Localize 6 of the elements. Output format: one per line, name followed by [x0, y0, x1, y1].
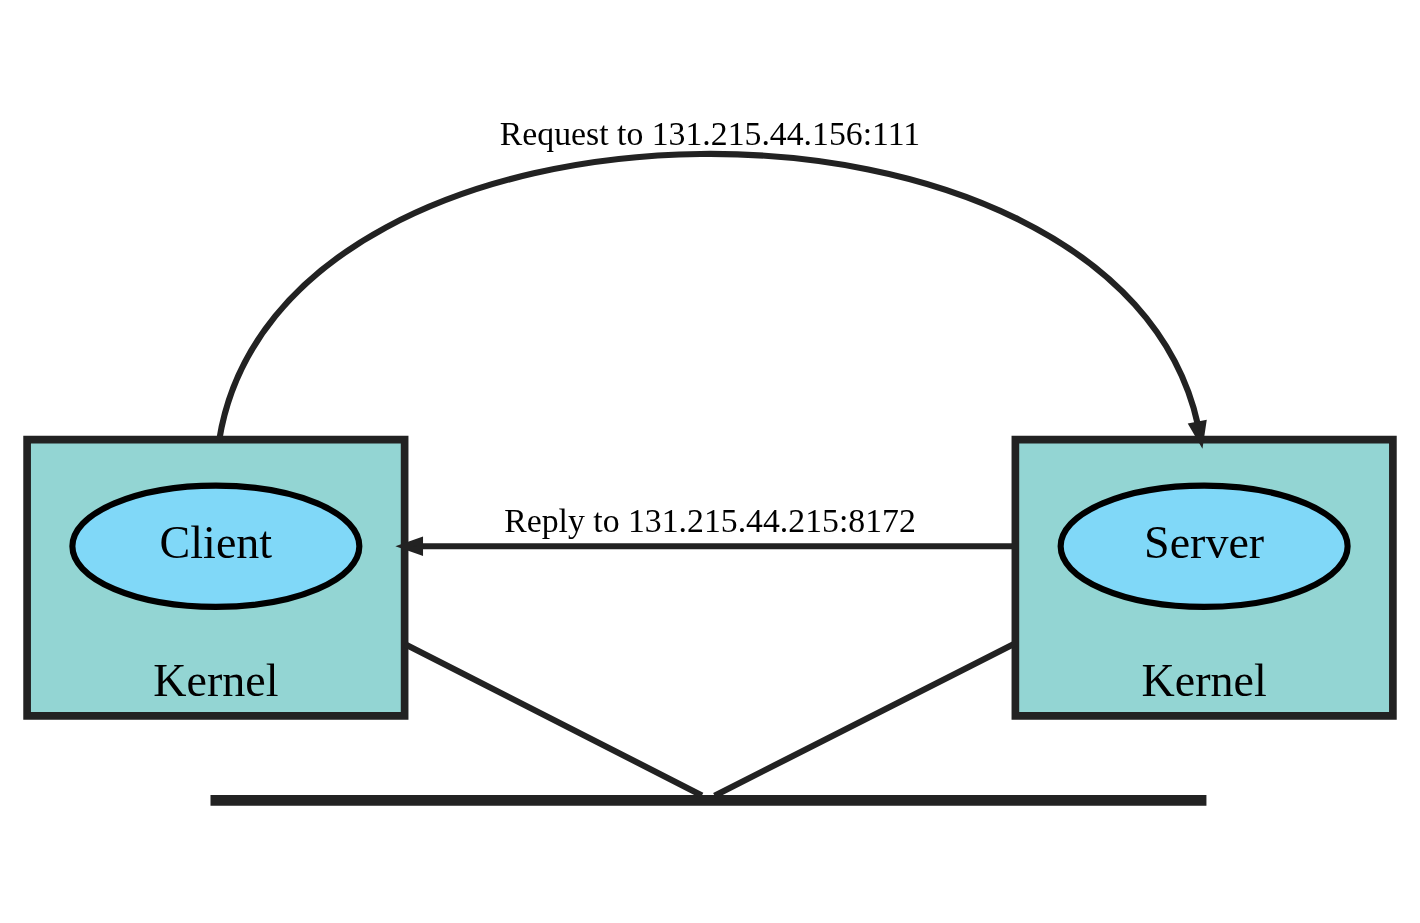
edge-label: Request to 131.215.44.156:111 — [499, 115, 921, 153]
edge-label: Reply to 131.215.44.215:8172 — [504, 501, 916, 539]
arrow — [216, 151, 1207, 449]
node-ellipse: Client — [69, 482, 363, 610]
node-bar — [210, 794, 1207, 806]
node-ellipse: Server — [1057, 482, 1351, 610]
